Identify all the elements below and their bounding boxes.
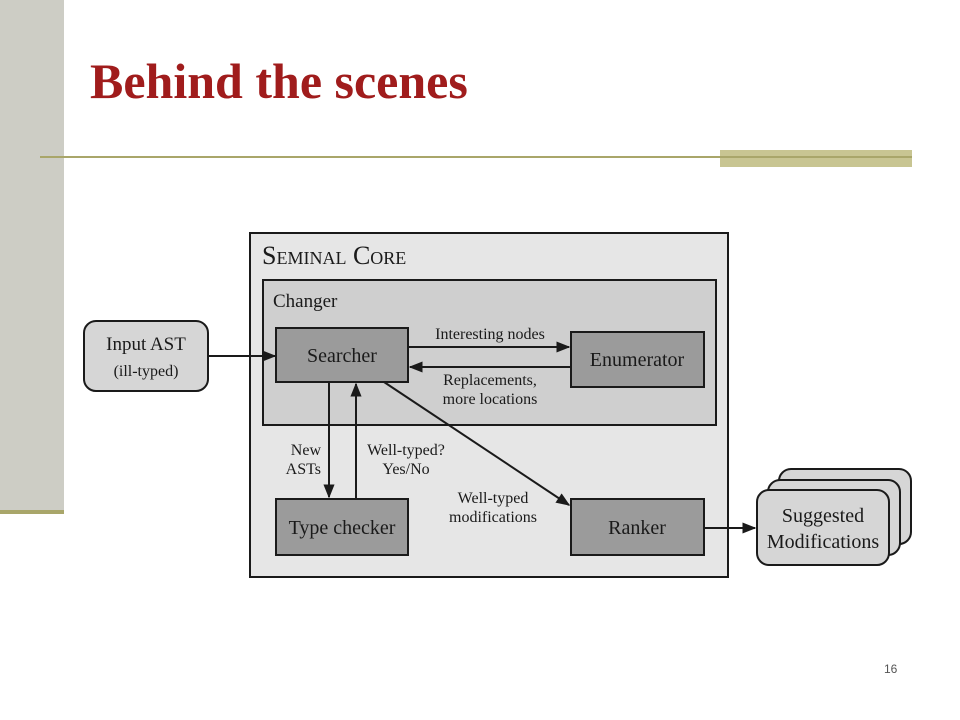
- enumerator-node: [570, 331, 705, 388]
- slide-title: Behind the scenes: [90, 53, 468, 109]
- ranker-node: [570, 498, 705, 556]
- label-modifications: modifications: [449, 509, 537, 526]
- enumerator-label: Enumerator: [590, 349, 685, 371]
- label-new: New: [291, 442, 322, 459]
- searcher-label: Searcher: [307, 345, 377, 367]
- title-divider-accent: [720, 150, 912, 167]
- title-divider: [40, 156, 720, 158]
- type-checker-node: [275, 498, 409, 556]
- label-interesting-nodes: Interesting nodes: [435, 326, 545, 343]
- ranker-label: Ranker: [608, 517, 666, 539]
- page-number: 16: [884, 662, 898, 676]
- input-ast-sublabel: (ill-typed): [114, 363, 179, 380]
- suggested-label: Suggested: [782, 505, 864, 527]
- label-replacements: Replacements,: [443, 372, 537, 389]
- searcher-node: [275, 327, 409, 383]
- label-well-typed-question: Well-typed?: [367, 442, 445, 459]
- label-yes-no: Yes/No: [382, 461, 429, 478]
- input-ast-label: Input AST: [106, 334, 186, 355]
- modifications-label: Modifications: [767, 531, 879, 553]
- suggested-modifications-node: [756, 489, 890, 566]
- seminal-core-title: Seminal Core: [262, 241, 406, 270]
- label-well-typed: Well-typed: [458, 490, 529, 507]
- label-more-locations: more locations: [443, 391, 538, 408]
- input-ast-node: [83, 320, 209, 392]
- changer-title: Changer: [273, 291, 338, 312]
- label-asts: ASTs: [286, 461, 321, 478]
- left-accent-bar: [0, 0, 64, 513]
- left-accent-underline: [0, 510, 64, 514]
- type-checker-label: Type checker: [289, 517, 396, 539]
- arrow-searcher-to-ranker: [383, 381, 571, 506]
